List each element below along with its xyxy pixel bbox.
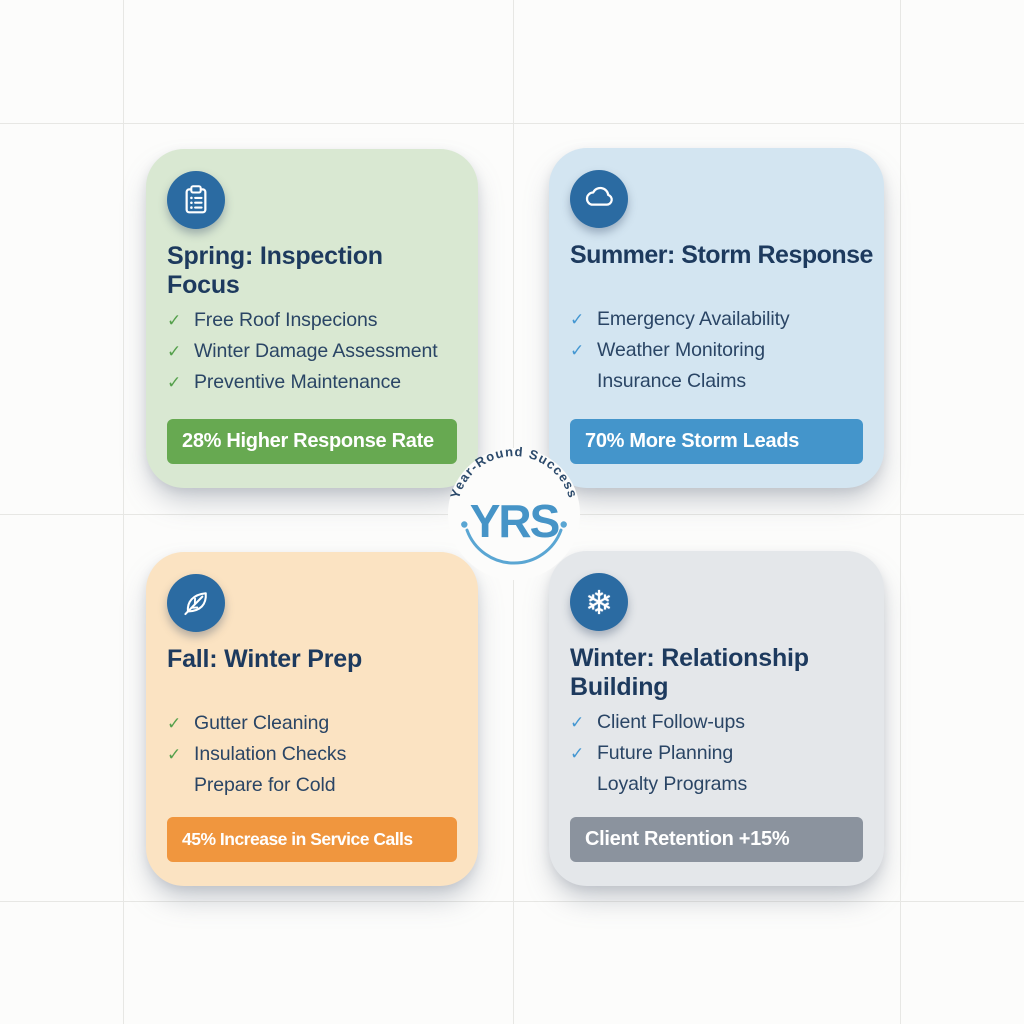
list-item-label: Future Planning bbox=[597, 741, 734, 764]
checkmark-icon: ✓ bbox=[570, 340, 585, 361]
list-item-label: Free Roof Inspecions bbox=[194, 309, 378, 331]
checkmark-icon: ✓ bbox=[167, 341, 182, 362]
yrs-logo: Year-Round Success YRS bbox=[439, 438, 589, 588]
checkmark-icon: ✓ bbox=[167, 744, 182, 765]
list-item-label: Loyalty Programs bbox=[597, 772, 748, 795]
checklist: ✓ Free Roof Inspecions ✓ Winter Damage A… bbox=[167, 309, 457, 402]
card-title: Winter: Relationship Building bbox=[570, 644, 809, 701]
checklist: ✓ Client Follow-ups ✓ Future Planning Lo… bbox=[570, 711, 863, 804]
checkmark-icon: ✓ bbox=[167, 311, 182, 331]
checklist: ✓ Emergency Availability ✓ Weather Monit… bbox=[570, 308, 863, 401]
grid-line-vertical bbox=[123, 0, 124, 1024]
list-item: ✓ Client Follow-ups bbox=[570, 711, 863, 734]
list-item-label: Gutter Cleaning bbox=[194, 712, 330, 734]
checkmark-icon: ✓ bbox=[570, 713, 585, 733]
stat-badge: Client Retention +15% bbox=[570, 817, 863, 862]
cloud-icon bbox=[570, 170, 628, 228]
card-winter: ❄ Winter: Relationship Building ✓ Client… bbox=[549, 551, 884, 886]
card-summer: Summer: Storm Response ✓ Emergency Avail… bbox=[549, 148, 884, 488]
list-item-label: Insurance Claims bbox=[597, 369, 747, 392]
list-item: ✓ Future Planning bbox=[570, 741, 863, 765]
clipboard-icon bbox=[167, 171, 225, 229]
card-spring: Spring: Inspection Focus ✓ Free Roof Ins… bbox=[146, 149, 478, 488]
logo-background-circle bbox=[448, 448, 580, 580]
list-item: Loyalty Programs bbox=[570, 772, 863, 796]
snowflake-glyph: ❄ bbox=[585, 582, 613, 622]
checkmark-icon: ✓ bbox=[570, 743, 585, 764]
stat-badge: 45% Increase in Service Calls bbox=[167, 817, 457, 862]
grid-line-horizontal bbox=[0, 901, 1024, 902]
list-item: Prepare for Cold bbox=[167, 773, 457, 797]
grid-line-horizontal bbox=[0, 123, 1024, 124]
snowflake-icon: ❄ bbox=[570, 573, 628, 631]
list-item-label: Winter Damage Assessment bbox=[194, 339, 438, 362]
list-item-label: Emergency Availability bbox=[597, 308, 790, 330]
card-title: Fall: Winter Prep bbox=[167, 645, 363, 673]
logo-initials: YRS bbox=[470, 495, 559, 547]
leaf-icon bbox=[167, 574, 225, 632]
list-item: ✓ Preventive Maintenance bbox=[167, 370, 457, 394]
list-item: ✓ Insulation Checks bbox=[167, 742, 457, 766]
list-item-label: Insulation Checks bbox=[194, 742, 347, 765]
stat-badge: 70% More Storm Leads bbox=[570, 419, 863, 464]
grid-line-vertical bbox=[900, 0, 901, 1024]
card-title: Spring: Inspection Focus bbox=[167, 242, 383, 299]
list-item-label: Prepare for Cold bbox=[194, 773, 336, 796]
card-fall: Fall: Winter Prep ✓ Gutter Cleaning ✓ In… bbox=[146, 552, 478, 886]
card-title: Summer: Storm Response bbox=[570, 241, 873, 269]
list-item: ✓ Emergency Availability bbox=[570, 308, 863, 331]
list-item: ✓ Weather Monitoring bbox=[570, 338, 863, 362]
logo-dot-left bbox=[461, 521, 468, 528]
logo-dot-right bbox=[560, 521, 567, 528]
list-item-label: Client Follow-ups bbox=[597, 711, 745, 733]
list-item: ✓ Winter Damage Assessment bbox=[167, 339, 457, 363]
checklist: ✓ Gutter Cleaning ✓ Insulation Checks Pr… bbox=[167, 712, 457, 805]
checkmark-icon: ✓ bbox=[167, 714, 182, 734]
logo-arc bbox=[465, 528, 563, 565]
list-item-label: Preventive Maintenance bbox=[194, 370, 402, 393]
checkmark-icon: ✓ bbox=[570, 310, 585, 330]
stat-badge: 28% Higher Response Rate bbox=[167, 419, 457, 464]
list-item-label: Weather Monitoring bbox=[597, 338, 766, 361]
checkmark-icon: ✓ bbox=[167, 372, 182, 393]
list-item: Insurance Claims bbox=[570, 369, 863, 393]
list-item: ✓ Gutter Cleaning bbox=[167, 712, 457, 735]
list-item: ✓ Free Roof Inspecions bbox=[167, 309, 457, 332]
